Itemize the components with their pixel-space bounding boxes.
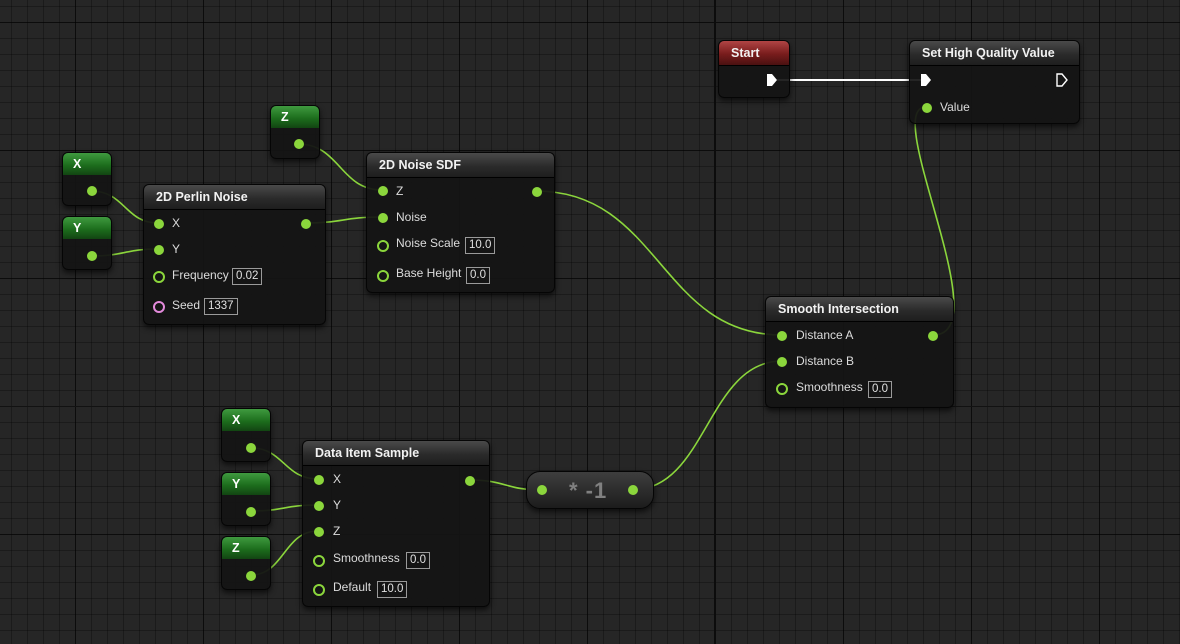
frequency-value-field[interactable]: 0.02	[232, 268, 263, 285]
data-item-title: Data Item Sample	[303, 441, 489, 466]
variable-y-title: Y	[63, 217, 111, 239]
variable-y-title: Y	[222, 473, 270, 495]
sdf-base-height-input-pin[interactable]	[377, 270, 389, 282]
distance-b-label: Distance B	[796, 354, 855, 368]
noise-sdf-node-title: 2D Noise SDF	[367, 153, 554, 178]
intersection-output-pin[interactable]	[928, 331, 938, 341]
value-pin-label: Value	[940, 100, 970, 114]
grid-axis-horizontal	[0, 406, 1180, 407]
intersection-smoothness-label: Smoothness	[796, 380, 863, 394]
perlin-seed-label: Seed	[172, 298, 201, 312]
perlin-x-input-pin[interactable]	[154, 219, 164, 229]
variable-x-node[interactable]: X	[62, 152, 112, 206]
distance-a-label: Distance A	[796, 328, 854, 342]
smooth-intersection-node[interactable]: Smooth Intersection Distance A Distance …	[765, 296, 954, 408]
value-input-pin[interactable]	[922, 103, 932, 113]
variable-x-output-pin[interactable]	[87, 186, 97, 196]
perlin-seed-input-pin[interactable]	[153, 301, 165, 313]
perlin-x-label: X	[172, 216, 181, 230]
perlin-frequency-label: Frequency	[172, 268, 229, 282]
sdf-z-input-pin[interactable]	[378, 186, 388, 196]
sdf-base-height-label: Base Height	[396, 266, 462, 280]
perlin-output-pin[interactable]	[301, 219, 311, 229]
multiply-output-pin[interactable]	[628, 485, 638, 495]
multiply-by-negative-one-node[interactable]: * -1	[526, 471, 654, 509]
data-z-input-pin[interactable]	[314, 527, 324, 537]
variable-y-output-pin[interactable]	[246, 507, 256, 517]
variable-y-output-pin[interactable]	[87, 251, 97, 261]
data-y-label: Y	[333, 498, 342, 512]
wire-sdf-to-distance-a[interactable]	[535, 190, 783, 336]
data-item-sample-node[interactable]: Data Item Sample X Y Z Smoothness 0.0 De…	[302, 440, 490, 607]
noise-scale-value-field[interactable]: 10.0	[465, 237, 496, 254]
wire-multiply-to-distance-b[interactable]	[631, 360, 783, 491]
perlin-y-input-pin[interactable]	[154, 245, 164, 255]
grid-axis-vertical	[714, 0, 716, 644]
variable-y-node[interactable]: Y	[221, 472, 271, 526]
set-hq-node-title: Set High Quality Value	[910, 41, 1079, 66]
data-smoothness-label: Smoothness	[333, 551, 400, 565]
data-y-input-pin[interactable]	[314, 501, 324, 511]
data-smoothness-input-pin[interactable]	[313, 555, 325, 567]
variable-x-title: X	[222, 409, 270, 431]
variable-z-output-pin[interactable]	[246, 571, 256, 581]
perlin-node-title: 2D Perlin Noise	[144, 185, 325, 210]
perlin-frequency-input-pin[interactable]	[153, 271, 165, 283]
sdf-noise-scale-label: Noise Scale	[396, 236, 461, 250]
variable-x-title: X	[63, 153, 111, 175]
exec-out-pin-icon[interactable]	[1056, 73, 1068, 87]
base-height-value-field[interactable]: 0.0	[466, 267, 490, 284]
data-smoothness-field[interactable]: 0.0	[406, 552, 430, 569]
variable-y-node[interactable]: Y	[62, 216, 112, 270]
perlin-y-label: Y	[172, 242, 181, 256]
multiply-input-pin[interactable]	[537, 485, 547, 495]
data-item-output-pin[interactable]	[465, 476, 475, 486]
data-z-label: Z	[333, 524, 341, 538]
data-x-label: X	[333, 472, 342, 486]
variable-x-output-pin[interactable]	[246, 443, 256, 453]
intersection-smoothness-field[interactable]: 0.0	[868, 381, 892, 398]
perlin-noise-node[interactable]: 2D Perlin Noise X Y Frequency 0.02 Seed …	[143, 184, 326, 325]
variable-z-output-pin[interactable]	[294, 139, 304, 149]
variable-z-node[interactable]: Z	[270, 105, 320, 159]
start-node-title: Start	[719, 41, 789, 66]
data-default-input-pin[interactable]	[313, 584, 325, 596]
default-value-field[interactable]: 10.0	[377, 581, 408, 598]
variable-z-node[interactable]: Z	[221, 536, 271, 590]
set-high-quality-value-node[interactable]: Set High Quality Value Value	[909, 40, 1080, 124]
variable-z-title: Z	[271, 106, 319, 128]
multiply-operator-label: * -1	[569, 478, 608, 503]
intersection-smoothness-input-pin[interactable]	[776, 383, 788, 395]
exec-out-pin-icon[interactable]	[766, 73, 778, 87]
variable-z-title: Z	[222, 537, 270, 559]
sdf-noise-scale-input-pin[interactable]	[377, 240, 389, 252]
distance-b-input-pin[interactable]	[777, 357, 787, 367]
exec-in-pin-icon[interactable]	[920, 73, 932, 87]
variable-x-node[interactable]: X	[221, 408, 271, 462]
data-x-input-pin[interactable]	[314, 475, 324, 485]
start-event-node[interactable]: Start	[718, 40, 790, 98]
noise-sdf-node[interactable]: 2D Noise SDF Z Noise Noise Scale 10.0 Ba…	[366, 152, 555, 293]
sdf-noise-input-pin[interactable]	[378, 213, 388, 223]
smooth-intersection-title: Smooth Intersection	[766, 297, 953, 322]
sdf-z-label: Z	[396, 184, 404, 198]
data-default-label: Default	[333, 580, 372, 594]
sdf-output-pin[interactable]	[532, 187, 542, 197]
seed-value-field[interactable]: 1337	[204, 298, 238, 315]
sdf-noise-label: Noise	[396, 210, 427, 224]
distance-a-input-pin[interactable]	[777, 331, 787, 341]
